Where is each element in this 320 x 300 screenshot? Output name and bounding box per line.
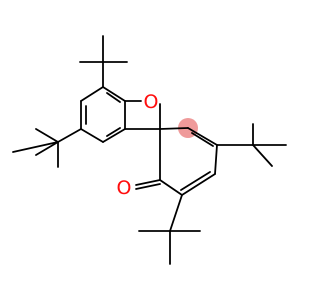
benzene-ring	[80, 86, 126, 143]
tert-butyl-right	[216, 123, 287, 167]
oxete-ring	[124, 100, 161, 130]
tert-butyl-top	[79, 35, 128, 88]
molecule-structure-figure: O O	[12, 35, 287, 265]
tert-butyl-bottom	[138, 194, 201, 265]
carbonyl-bond	[135, 179, 161, 190]
tert-butyl-left	[12, 128, 82, 168]
oxygen-ring-label: O	[144, 91, 159, 113]
cyclohexadienone-ring	[159, 127, 218, 196]
oxygen-carbonyl-label: O	[117, 177, 132, 199]
structure-canvas: O O	[12, 35, 287, 265]
